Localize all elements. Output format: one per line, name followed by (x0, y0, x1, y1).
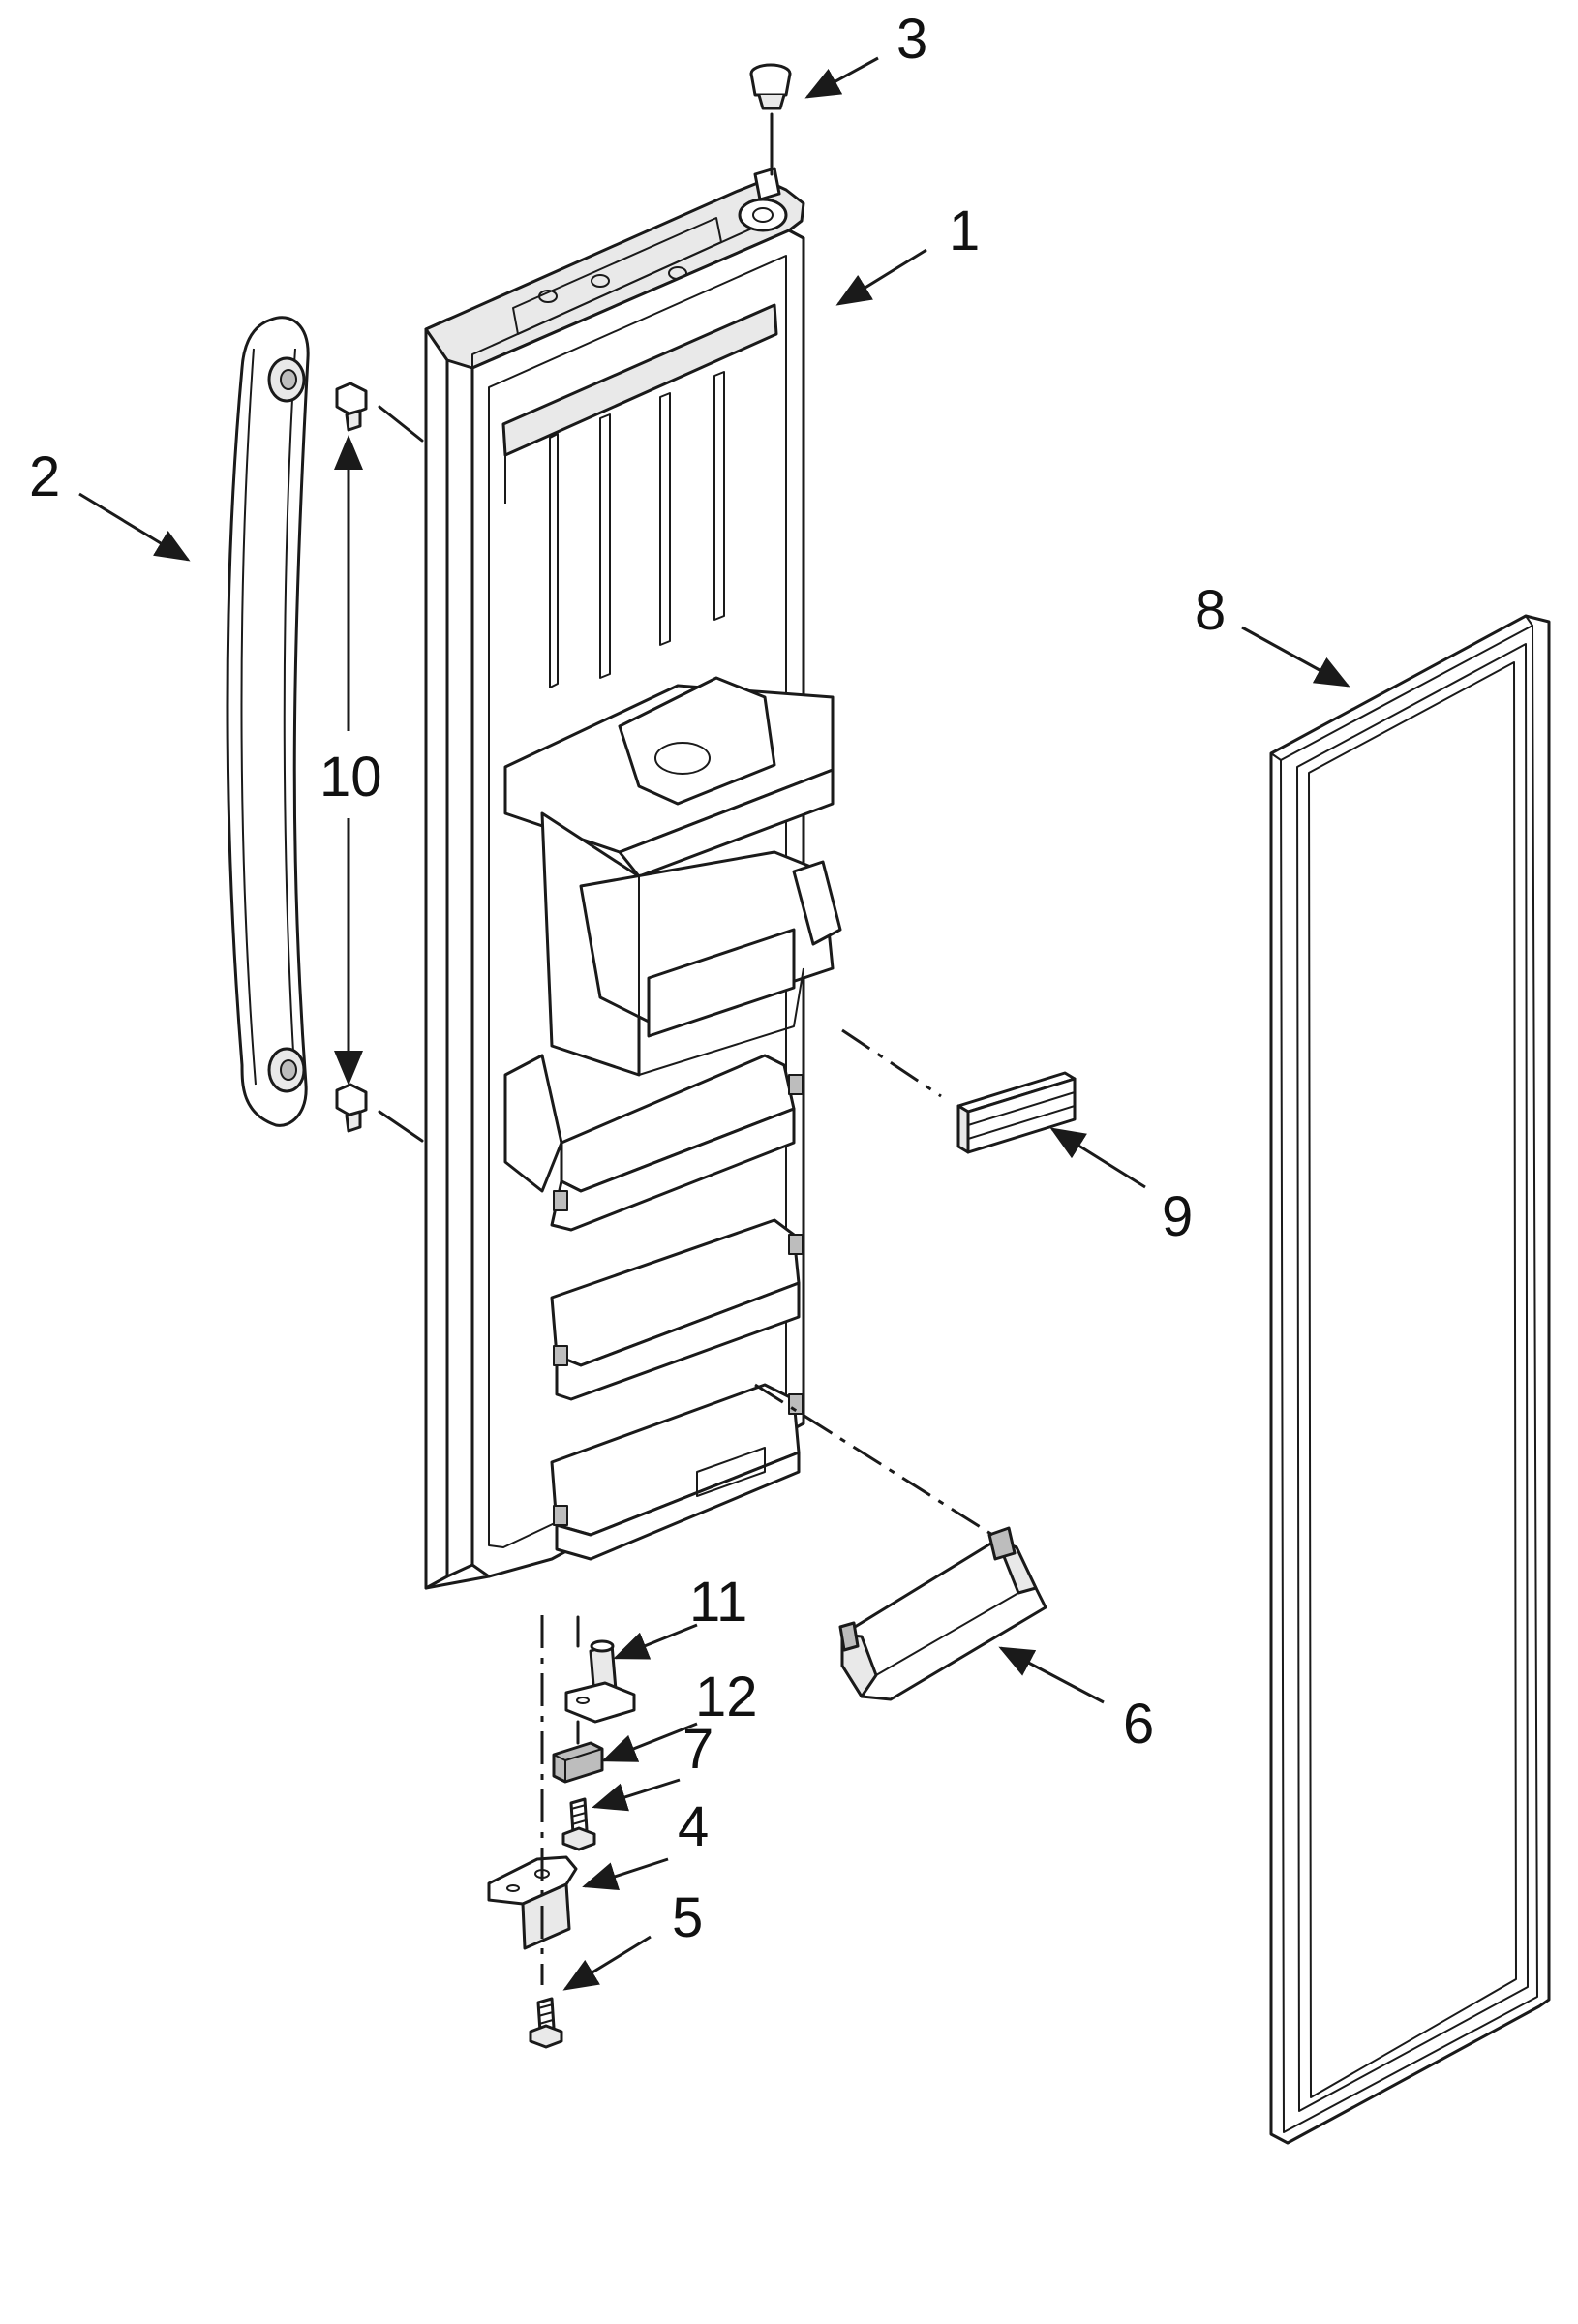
dispenser-trim-strip-part (956, 1071, 1077, 1154)
door-bin-part (838, 1526, 1047, 1701)
bracket-screw-part (529, 1997, 563, 2049)
door-gasket-part (1269, 614, 1551, 2145)
callout-10: 10 (319, 746, 382, 809)
bottom-hinge-bracket-part (487, 1855, 578, 1950)
callout-3: 3 (896, 8, 927, 71)
callout-9: 9 (1162, 1185, 1193, 1248)
callout-4: 4 (678, 1795, 709, 1858)
callout-5: 5 (672, 1886, 703, 1949)
top-hinge-plug-part (749, 63, 792, 176)
hinge-pin-part (564, 1639, 636, 1724)
callout-labels: 1 2 3 4 5 6 7 8 9 10 11 12 (29, 8, 1226, 1949)
callout-arrows (78, 56, 1350, 1991)
callout-2: 2 (29, 445, 60, 508)
door-assembly-part (424, 167, 842, 1590)
assembly-guide-lines (334, 405, 998, 1985)
callout-12: 12 (695, 1666, 758, 1728)
hinge-screw-part (561, 1797, 596, 1851)
callout-8: 8 (1195, 579, 1226, 642)
hinge-block-part (552, 1741, 604, 1784)
callout-1: 1 (949, 199, 980, 262)
door-handle-part (226, 316, 310, 1127)
callout-6: 6 (1123, 1693, 1154, 1756)
callout-7: 7 (683, 1718, 713, 1781)
callout-11: 11 (689, 1571, 747, 1634)
